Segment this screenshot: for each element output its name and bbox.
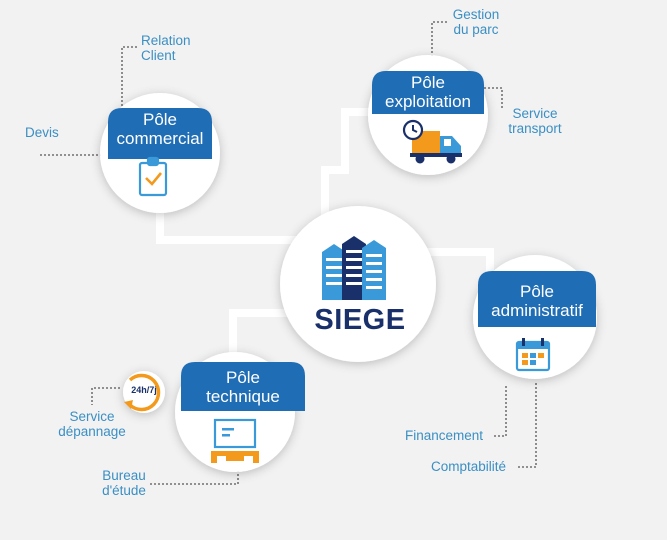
delivery-truck-icon [402,119,462,164]
leader-financement [494,384,507,437]
depannage-badge-text: 24h/7j [131,385,157,395]
leader-service-depannage [91,387,120,405]
banner-commercial [108,108,212,159]
label-service-depannage: Service dépannage [52,409,132,439]
label-bureau-etude: Bureau d'étude [94,468,154,498]
pole-exploitation-title: Pôle exploitation [372,73,484,111]
label-relation-client-line1: Relation [141,33,191,48]
pole-administratif-line1: Pôle [519,282,555,301]
leader-bureau-etude [150,468,239,485]
banner-technique [181,362,305,411]
banners [108,71,596,411]
connector-exploitation [321,108,385,225]
label-service-transport-line1: Service [512,106,558,121]
label-service-transport-line2: transport [508,121,562,136]
pole-technique-line1: Pôle [225,368,261,387]
connector-technique [229,309,300,365]
calendar-icon [515,338,551,372]
label-gestion-parc: Gestion du parc [445,7,507,37]
pole-technique-title: Pôle technique [181,368,305,406]
label-devis: Devis [25,125,59,140]
clipboard-check-icon [138,156,168,197]
leader-comptabilite [518,382,537,468]
pole-commercial-title: Pôle commercial [108,110,212,148]
leader-lines [40,21,537,485]
pole-administratif-title: Pôle administratif [478,282,596,320]
pole-commercial-line1: Pôle [142,110,178,129]
label-service-transport: Service transport [500,106,570,136]
pole-administratif-line2: administratif [491,301,583,320]
label-bureau-etude-line1: Bureau [102,468,146,483]
pole-exploitation-line1: Pôle [410,73,446,92]
label-relation-client: Relation Client [141,33,191,63]
banner-administratif [478,271,596,327]
label-comptabilite: Comptabilité [431,459,507,474]
clock-24-7-icon [124,373,161,412]
pole-commercial-line2: commercial [116,129,204,148]
pole-exploitation-line2: exploitation [384,92,471,111]
label-gestion-parc-line1: Gestion [452,7,500,22]
label-financement: Financement [405,428,484,443]
building-icon [322,236,386,300]
label-service-depannage-line1: Service [69,409,115,424]
computer-icon [211,418,259,463]
label-service-depannage-line2: dépannage [58,424,126,439]
label-bureau-etude-line2: d'étude [102,483,146,498]
label-relation-client-line2: Client [141,48,176,63]
leader-relation-client [121,46,137,108]
banner-exploitation [372,71,484,114]
siege-title: SIEGE [314,304,406,336]
pole-technique-line2: technique [206,387,280,406]
label-gestion-parc-line2: du parc [453,22,499,37]
leader-gestion-parc [431,21,447,57]
